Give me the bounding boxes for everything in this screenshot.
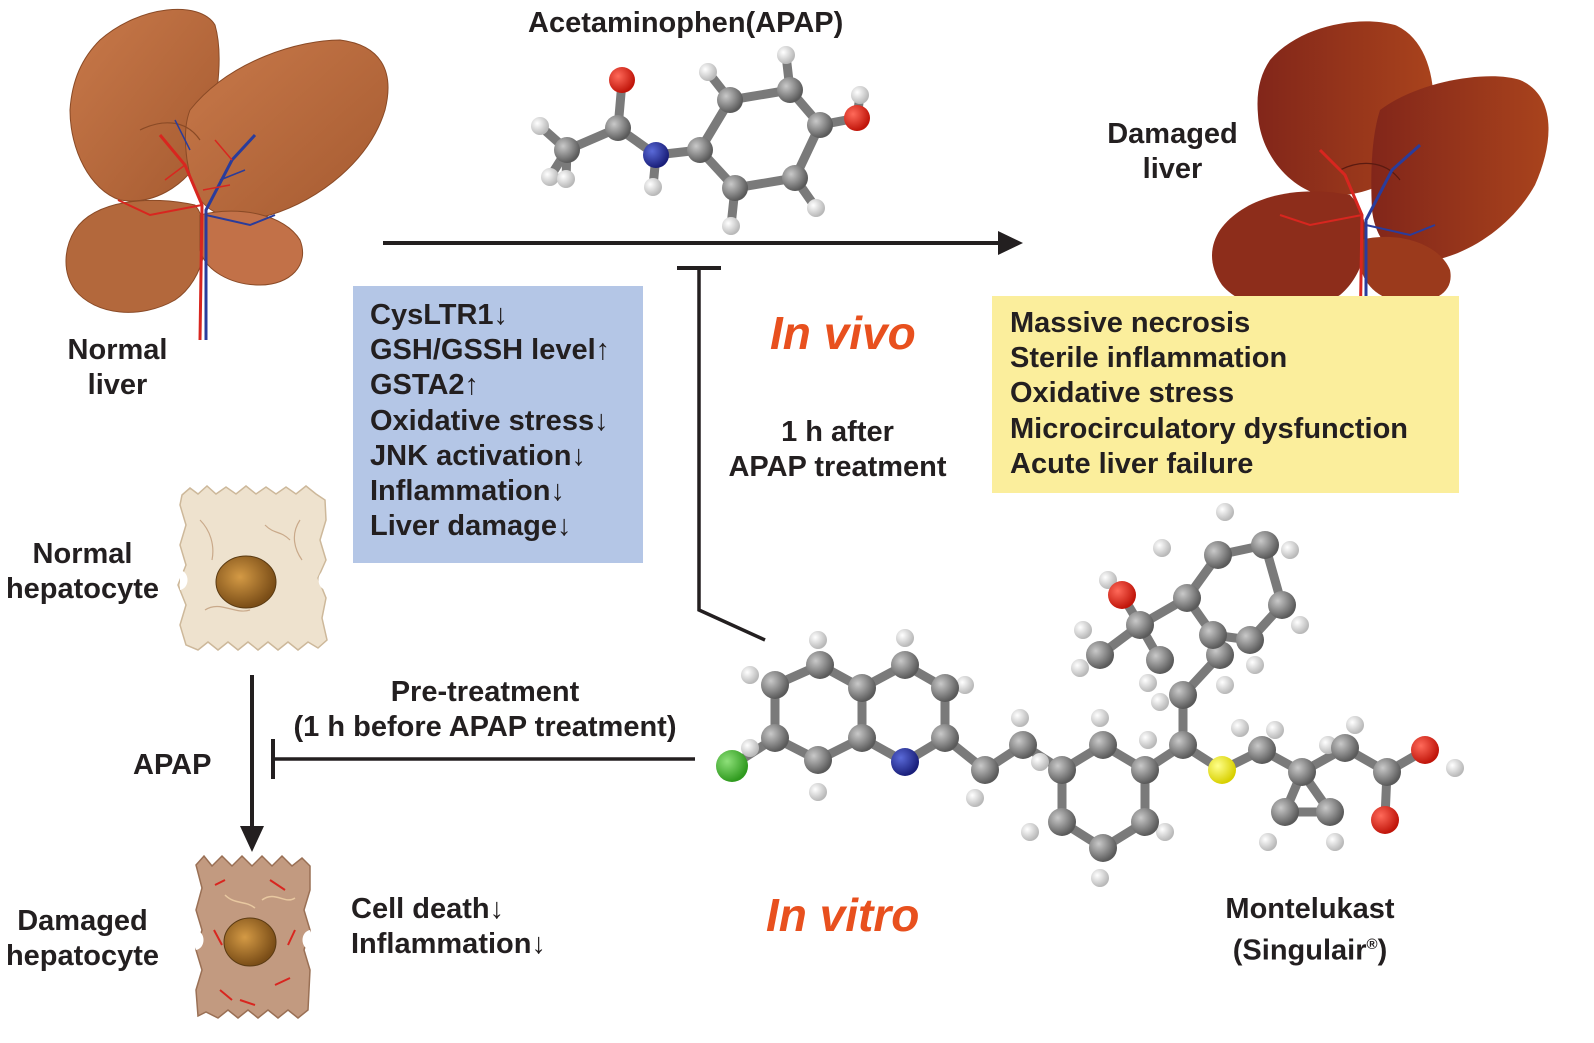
damaged-liver-line2: liver xyxy=(1142,153,1203,185)
damage-list: Massive necrosis Sterile inflammation Ox… xyxy=(1010,306,1408,482)
in-vivo-arrow xyxy=(383,231,1023,255)
normal-liver-label: Normal liver xyxy=(55,333,180,403)
pre-treatment-label: Pre-treatment (1 h before APAP treatment… xyxy=(275,675,695,745)
normal-liver-line1: Normal xyxy=(67,334,168,366)
effect-item: Inflammation↓ xyxy=(370,475,565,508)
post-treatment-line2: APAP treatment xyxy=(728,451,947,483)
normal-hepatocyte-illustration xyxy=(177,484,328,651)
damage-item: Acute liver failure xyxy=(1010,447,1254,480)
cell-effect-item: Cell death↓ xyxy=(351,893,505,925)
normal-hepatocyte-line1: Normal xyxy=(32,538,133,570)
pre-treatment-line1: Pre-treatment xyxy=(390,676,580,708)
registered-mark: ® xyxy=(1366,936,1378,953)
montelukast-line1: Montelukast xyxy=(1225,893,1395,925)
damage-item: Oxidative stress xyxy=(1010,377,1235,410)
damage-item: Massive necrosis xyxy=(1010,307,1251,339)
damaged-liver-label: Damaged liver xyxy=(1095,117,1250,187)
post-treatment-inhibition xyxy=(677,266,766,642)
effects-list: CysLTR1↓ GSH/GSSH level↑ GSTA2↑ Oxidativ… xyxy=(370,298,610,544)
cell-effect-item: Inflammation↓ xyxy=(351,928,546,960)
pre-treatment-line2: (1 h before APAP treatment) xyxy=(293,711,677,743)
damaged-liver-line1: Damaged xyxy=(1107,118,1238,150)
effect-item: JNK activation↓ xyxy=(370,439,586,472)
apap-title: Acetaminophen(APAP) xyxy=(528,7,844,39)
in-vivo-label: In vivo xyxy=(770,307,916,359)
effects-box-bg xyxy=(353,286,643,563)
montelukast-brand-close: ) xyxy=(1377,934,1388,967)
post-treatment-label: 1 h after APAP treatment xyxy=(715,415,960,485)
damaged-hepatocyte-illustration xyxy=(195,854,311,1019)
normal-liver-line2: liver xyxy=(87,369,148,401)
montelukast-line2: (Singulair®) xyxy=(1205,927,1415,969)
effect-item: GSTA2↑ xyxy=(370,369,480,402)
damage-item: Sterile inflammation xyxy=(1010,342,1288,375)
damaged-hepatocyte-line1: Damaged xyxy=(17,905,148,937)
cell-effects-label: Cell death↓ Inflammation↓ xyxy=(351,892,546,962)
damaged-liver-illustration xyxy=(1212,21,1549,341)
apap-down-arrow xyxy=(240,675,264,852)
normal-liver-illustration xyxy=(65,8,389,341)
post-treatment-line1: 1 h after xyxy=(781,416,894,448)
effect-item: Oxidative stress↓ xyxy=(370,404,609,437)
pre-treatment-inhibition xyxy=(271,739,695,779)
montelukast-brand: (Singulair xyxy=(1232,934,1367,967)
in-vitro-label: In vitro xyxy=(766,889,920,941)
normal-hepatocyte-label: Normal hepatocyte xyxy=(0,537,165,607)
damage-item: Microcirculatory dysfunction xyxy=(1010,412,1409,445)
damaged-hepatocyte-label: Damaged hepatocyte xyxy=(0,904,165,974)
montelukast-label: Montelukast (Singulair®) xyxy=(1205,892,1415,969)
effect-item: GSH/GSSH level↑ xyxy=(370,334,611,367)
apap-arrow-label: APAP xyxy=(133,749,212,781)
montelukast-molecule xyxy=(716,503,1464,887)
damaged-hepatocyte-line2: hepatocyte xyxy=(5,940,160,972)
apap-molecule xyxy=(531,46,870,235)
effect-item: CysLTR1↓ xyxy=(370,299,509,331)
damage-box-bg xyxy=(992,296,1459,493)
normal-hepatocyte-line2: hepatocyte xyxy=(5,573,160,605)
effect-item: Liver damage↓ xyxy=(370,510,572,543)
